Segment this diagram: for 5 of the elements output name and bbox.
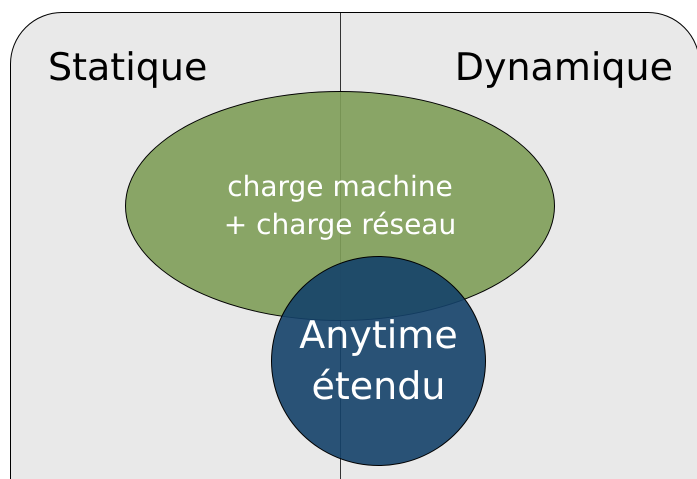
panel-heading: Statique [48, 45, 208, 89]
panel-heading: Dynamique [454, 45, 673, 89]
shape-label: charge machine + charge réseau [222, 169, 458, 243]
shape-label: Anytime étendu [298, 312, 459, 410]
rounded-panel [10, 12, 697, 479]
